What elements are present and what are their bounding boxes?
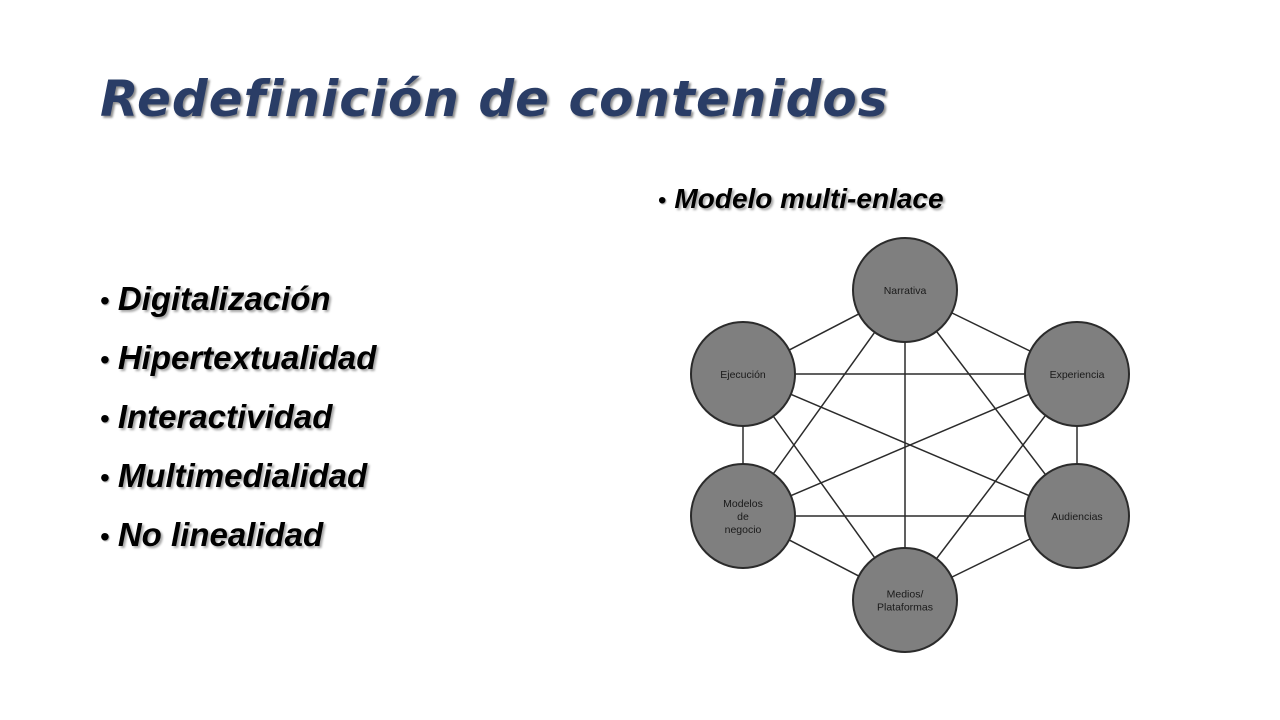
bullet-label: Multimedialidad [117,457,368,494]
node-medios-plataformas: Medios/Plataformas [852,547,958,653]
node-circle [852,547,958,653]
bullet-item: •Multimedialidad [100,457,376,516]
bullet-item: •Digitalización [100,280,376,339]
bullet-dot: • [100,403,110,434]
bullet-item: •No linealidad [100,516,376,575]
bullet-dot: • [100,285,110,316]
node-label: Narrativa [884,285,927,297]
bullet-label: Digitalización [117,280,331,317]
node-circle [852,237,958,343]
node-label: Plataformas [877,602,933,614]
node-label: Modelos [723,498,763,510]
node-label: Audiencias [1051,511,1102,523]
node-circle [690,321,796,427]
node-label: negocio [725,524,762,536]
node-label: Ejecución [720,369,766,381]
node-label: de [737,511,749,523]
bullet-list: •Digitalización •Hipertextualidad •Inter… [100,280,376,575]
model-heading: • Modelo multi-enlace [658,183,944,215]
node-ejecucion: Ejecución [690,321,796,427]
bullet-label: Hipertextualidad [117,339,377,376]
node-circle [1024,463,1130,569]
bullet-item: •Interactividad [100,398,376,457]
bullet-label: No linealidad [117,516,324,553]
node-circle [1024,321,1130,427]
node-label: Experiencia [1050,369,1105,381]
slide-title: Redefinición de contenidos [100,70,889,128]
node-label: Medios/ [887,589,924,601]
bullet-item: •Hipertextualidad [100,339,376,398]
bullet-dot: • [100,521,110,552]
model-heading-label: Modelo multi-enlace [674,183,944,214]
node-audiencias: Audiencias [1024,463,1130,569]
node-narrativa: Narrativa [852,237,958,343]
bullet-dot: • [658,187,667,214]
node-experiencia: Experiencia [1024,321,1130,427]
node-circle [690,463,796,569]
bullet-dot: • [100,462,110,493]
edge-audiencias-ejecucion [742,373,1078,517]
diagram-nodes: NarrativaExperienciaAudienciasMedios/Pla… [690,237,1130,653]
bullet-dot: • [100,344,110,375]
bullet-label: Interactividad [117,398,333,435]
